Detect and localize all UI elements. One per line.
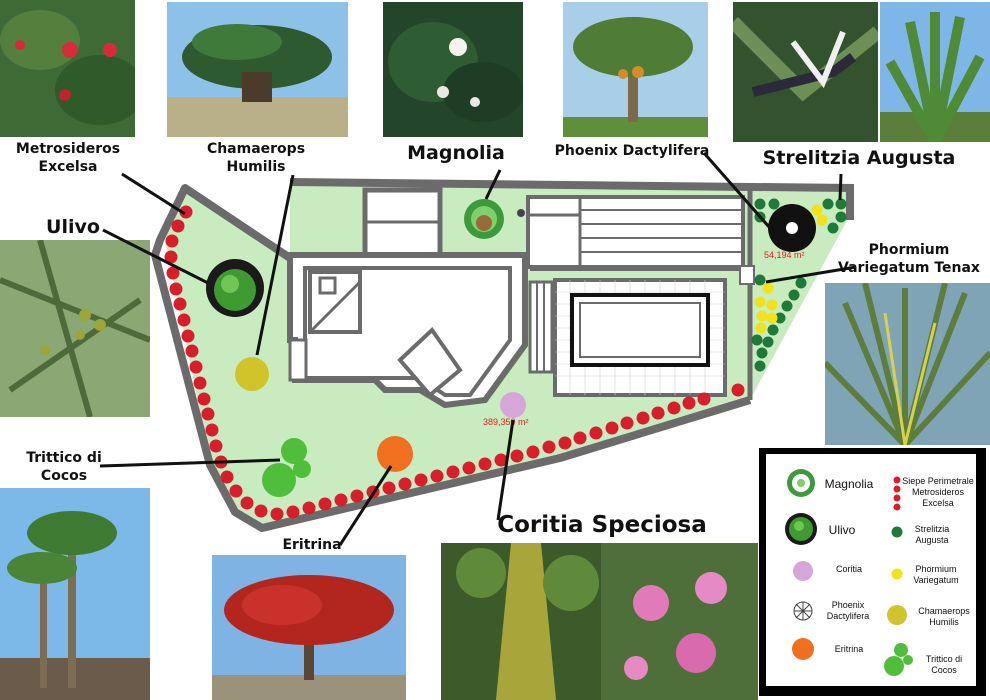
photo-coritia-flowers xyxy=(601,543,758,700)
label-trittico: Trittico di Cocos xyxy=(26,450,102,484)
chamaerops-plant xyxy=(235,357,269,391)
label-coritia: Coritia Speciosa xyxy=(497,512,707,538)
label-phormium: Phormium Variegatum Tenax xyxy=(838,242,980,276)
photo-strelitzia-2 xyxy=(880,2,990,142)
label-metrosideros: Metrosideros Excelsa xyxy=(15,141,121,175)
label-chamaerops: Chamaerops Humilis xyxy=(206,141,306,175)
legend-icon-phormium xyxy=(891,568,903,580)
photo-chamaerops xyxy=(167,2,348,137)
coritia-plant xyxy=(500,392,526,418)
legend-phoenix: Phoenix Dactylifera xyxy=(826,600,870,621)
legend-chamaerops: Chamaerops Humilis xyxy=(918,606,970,627)
callout-lines xyxy=(99,152,857,546)
photo-metrosideros xyxy=(0,0,135,137)
label-eritrina: Eritrina xyxy=(282,537,342,553)
photo-phoenix xyxy=(563,2,708,137)
eritrina-plant xyxy=(377,436,413,472)
pool-area xyxy=(528,278,727,397)
legend-siepe: Siepe Perimetrale Metrosideros Excelsa xyxy=(902,476,974,508)
legend-icon-siepe xyxy=(893,476,901,511)
legend-magnolia: Magnolia xyxy=(824,477,874,491)
ulivo-tree xyxy=(206,259,264,317)
legend-icon-strelitzia xyxy=(891,526,903,538)
photo-trittico-cocos xyxy=(0,488,150,700)
north-wall xyxy=(289,178,854,220)
legend: Magnolia Ulivo Coritia Phoenix Dactylife… xyxy=(759,448,986,696)
photo-ulivo xyxy=(0,240,150,417)
legend-phormium: Phormium Variegatum xyxy=(913,564,959,585)
area-small: 54,194 m² xyxy=(764,250,805,260)
legend-icon-phoenix xyxy=(793,601,813,621)
label-magnolia: Magnolia xyxy=(407,142,505,164)
legend-eritrina: Eritrina xyxy=(834,644,864,654)
photo-eritrina xyxy=(212,555,406,700)
legend-icon-ulivo xyxy=(785,513,817,545)
area-large: 389,350 m² xyxy=(483,417,529,427)
strelitzia-plants xyxy=(751,198,847,372)
legend-icon-magnolia xyxy=(787,469,815,497)
legend-icon-trittico xyxy=(884,643,913,676)
legend-strelitzia: Strelitzia Augusta xyxy=(914,524,950,545)
house xyxy=(287,252,528,409)
photo-magnolia xyxy=(383,2,523,137)
legend-icon-eritrina xyxy=(792,638,814,660)
legend-panel: Magnolia Ulivo Coritia Phoenix Dactylife… xyxy=(766,454,976,686)
legend-trittico: Trittico di Cocos xyxy=(925,654,963,675)
legend-ulivo: Ulivo xyxy=(828,523,856,537)
phoenix-palm xyxy=(768,204,816,252)
perimeter-wall xyxy=(151,184,752,532)
label-phoenix: Phoenix Dactylifera xyxy=(554,143,710,159)
photo-strelitzia-1 xyxy=(733,2,878,142)
legend-icon-chamaerops xyxy=(887,605,907,625)
phormium-plants xyxy=(754,204,828,334)
legend-coritia: Coritia xyxy=(835,564,862,574)
hedge-metrosideros xyxy=(164,205,745,521)
photo-phormium xyxy=(825,283,990,445)
photo-coritia-trunk xyxy=(441,543,601,700)
pergola xyxy=(526,195,745,271)
label-strelitzia: Strelitzia Augusta xyxy=(762,147,956,169)
legend-icon-coritia xyxy=(793,561,813,581)
label-ulivo: Ulivo xyxy=(46,216,100,238)
magnolia-tree xyxy=(464,199,504,239)
trittico-cocos-plants xyxy=(262,438,311,497)
